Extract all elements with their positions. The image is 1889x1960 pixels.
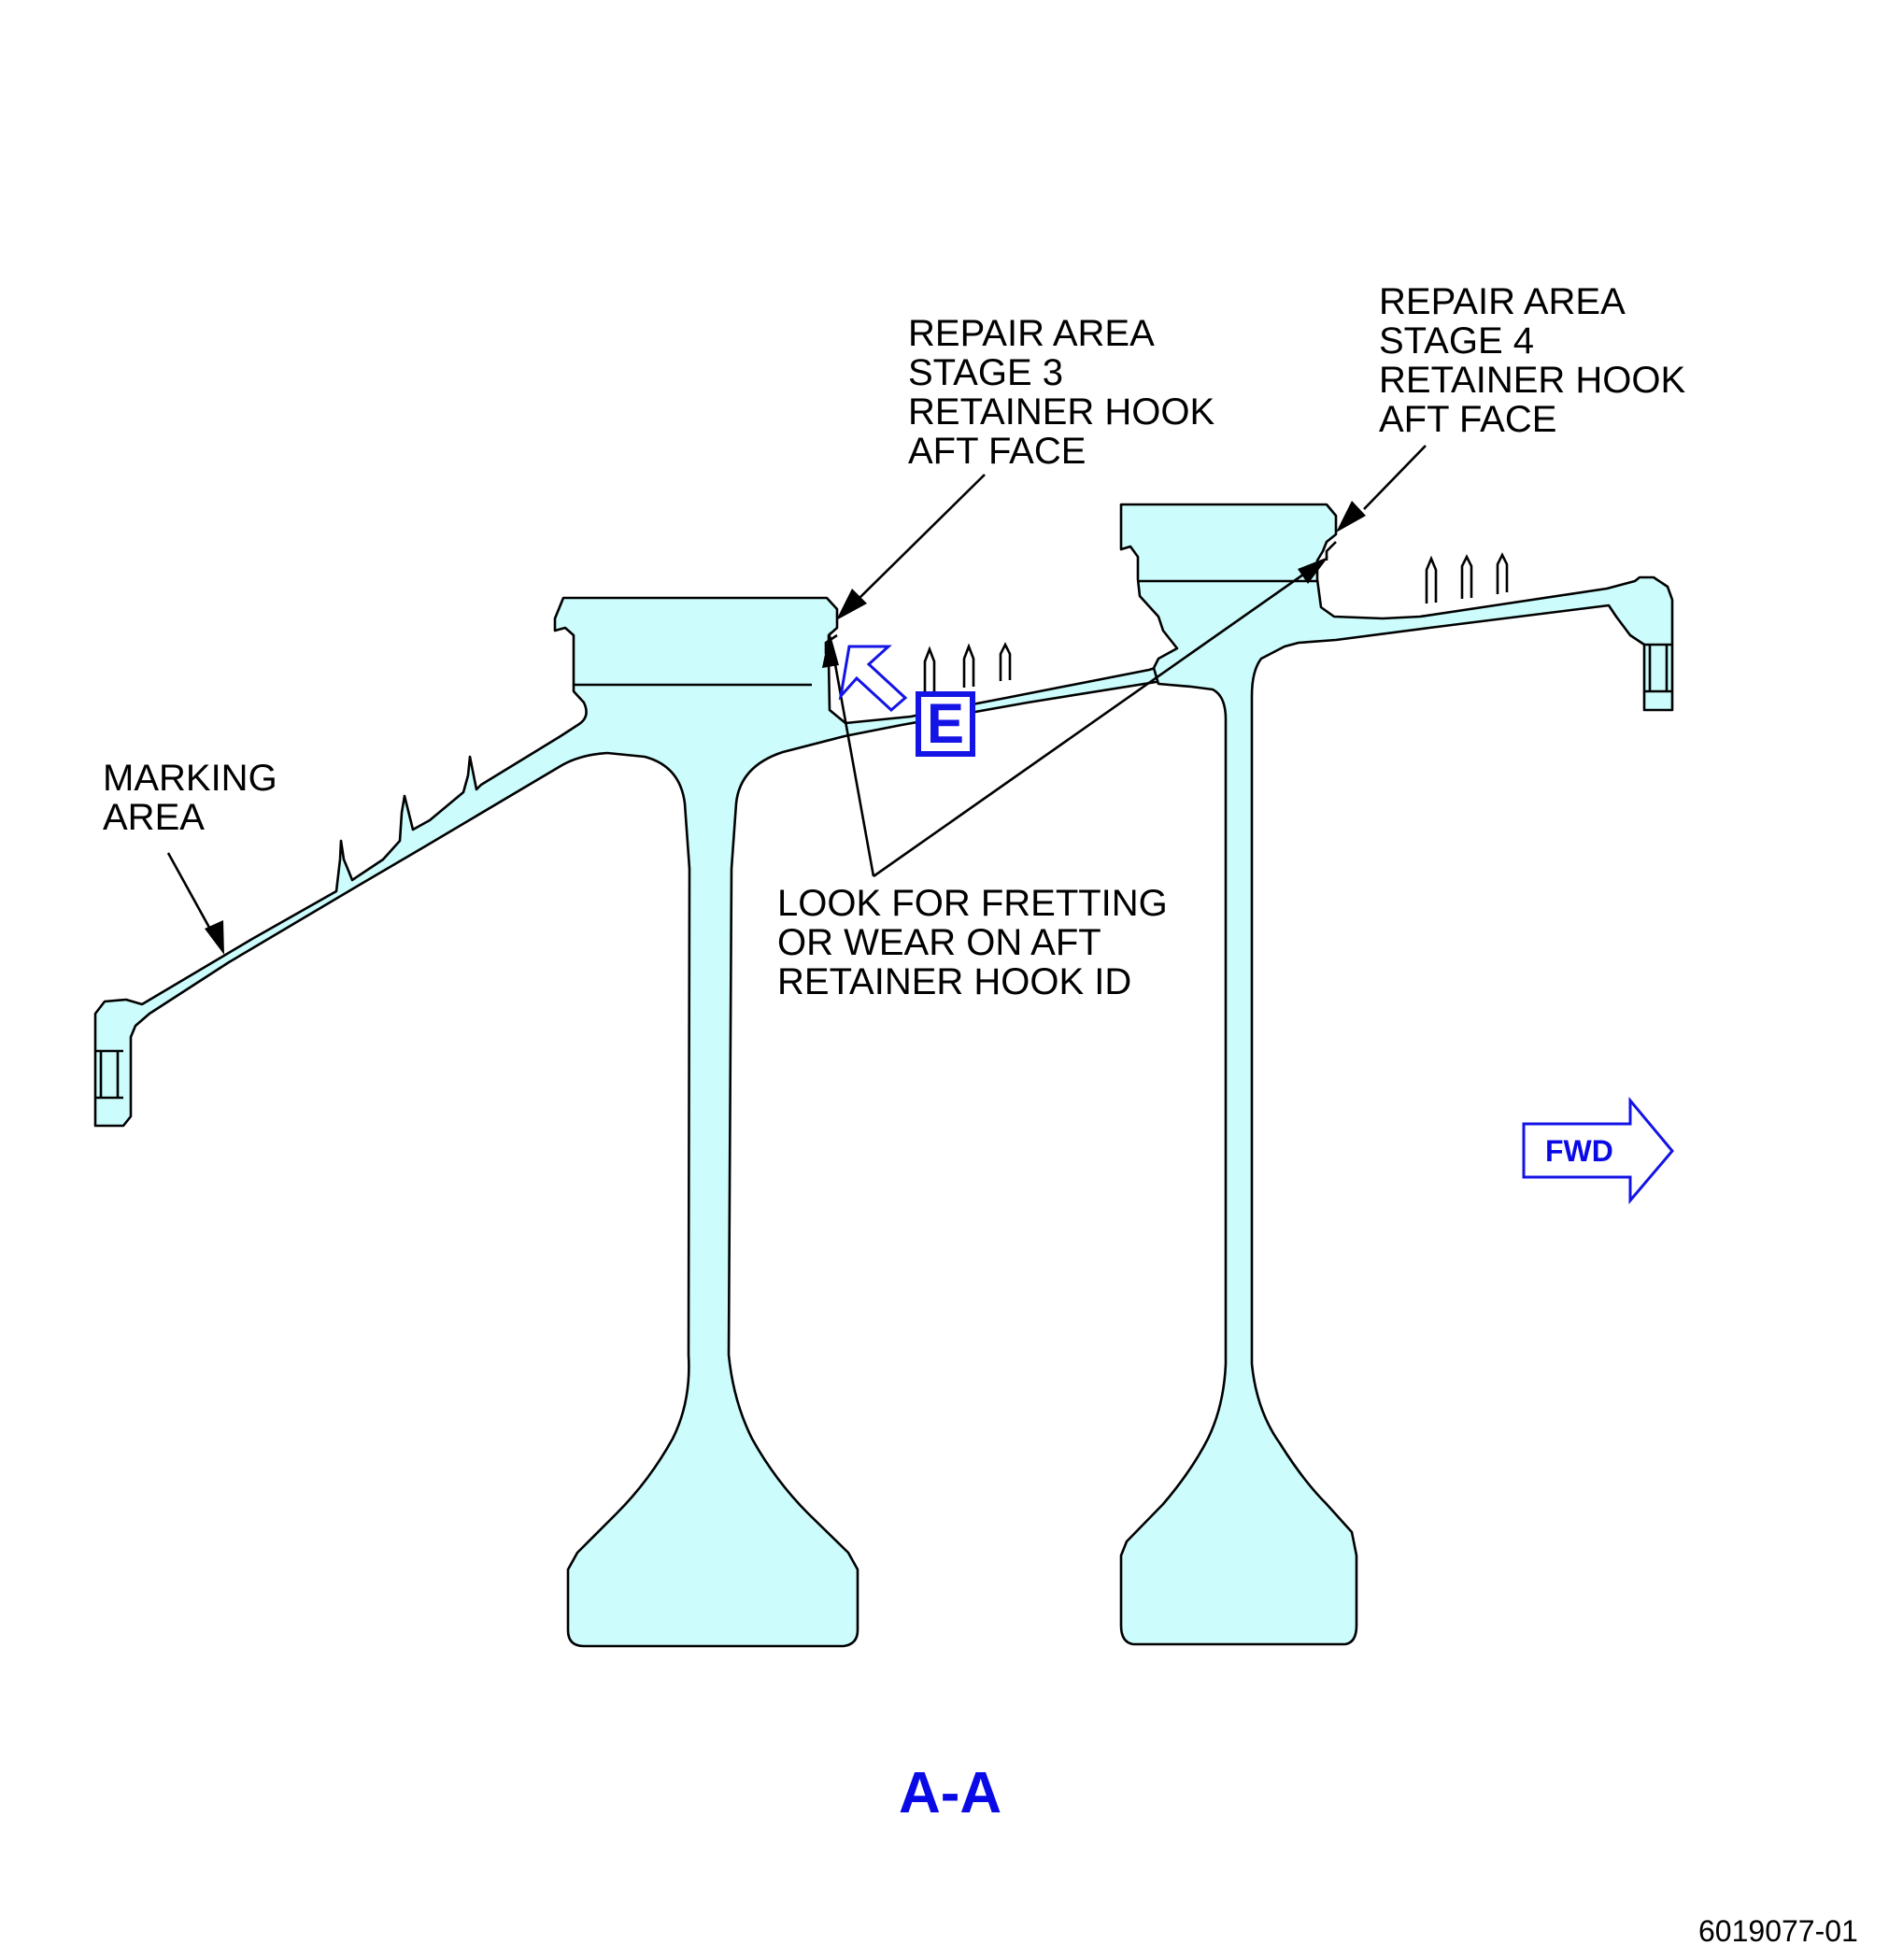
stage4-repair-leader <box>1336 445 1427 533</box>
detail-e-letter: E <box>926 692 965 755</box>
stage4-disk <box>1119 503 1674 1646</box>
fretting-note-label: LOOK FOR FRETTING OR WEAR ON AFT RETAINE… <box>777 883 1168 1002</box>
left-flange-bolt-hole <box>95 1049 123 1100</box>
fwd-label: FWD <box>1545 1134 1613 1168</box>
figure-number: 6019077-01 <box>1698 1914 1858 1948</box>
stage3-seal-teeth <box>923 642 1012 693</box>
section-title: A-A <box>899 1761 1002 1825</box>
repair-area-stage4-label: REPAIR AREA STAGE 4 RETAINER HOOK AFT FA… <box>1379 281 1686 440</box>
fwd-arrow-icon <box>1522 1096 1674 1205</box>
marking-area-label: MARKING AREA <box>103 758 277 838</box>
stage4-seal-teeth <box>1425 552 1509 604</box>
detail-e-view-arrow <box>838 645 908 713</box>
right-flange-bolt-hole <box>1644 643 1672 693</box>
detail-e-callout[interactable]: E <box>916 691 975 757</box>
stage3-repair-leader <box>836 474 986 620</box>
fretting-leader <box>822 557 1328 878</box>
marking-area-leader <box>166 852 224 955</box>
stage3-disk <box>93 596 1183 1648</box>
repair-area-stage3-label: REPAIR AREA STAGE 3 RETAINER HOOK AFT FA… <box>908 313 1215 472</box>
